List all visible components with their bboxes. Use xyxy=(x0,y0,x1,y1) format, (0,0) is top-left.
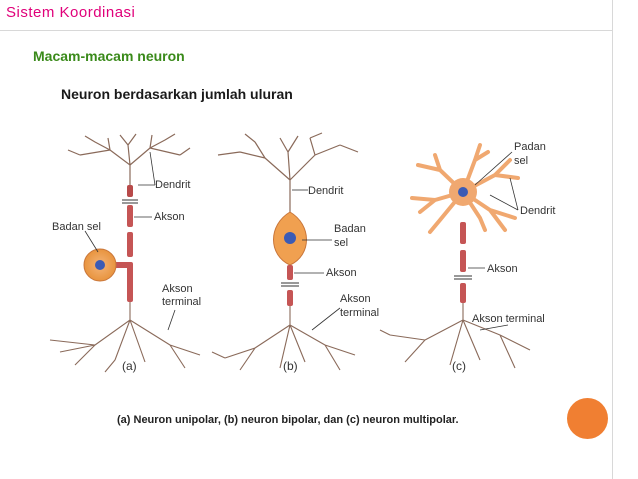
panel-label-c: (c) xyxy=(452,359,466,373)
panel-label-a: (a) xyxy=(122,359,137,373)
label-c-padan-2: sel xyxy=(514,155,528,167)
figure-caption: (a) Neuron unipolar, (b) neuron bipolar,… xyxy=(117,414,459,426)
neuron-bipolar: Dendrit Badan sel Akson Akson terminal (… xyxy=(211,132,379,373)
slide-right-border xyxy=(612,0,613,479)
label-b-akson-terminal-2: terminal xyxy=(340,307,379,319)
label-b-badan-1: Badan xyxy=(334,223,366,235)
label-a-dendrit: Dendrit xyxy=(155,179,190,191)
neuron-diagram: Dendrit Akson Badan sel Akson terminal (… xyxy=(49,132,555,373)
label-a-akson-terminal-1: Akson xyxy=(162,283,193,295)
header-divider xyxy=(0,30,612,31)
label-a-akson: Akson xyxy=(154,211,185,223)
label-c-dendrit: Dendrit xyxy=(520,205,555,217)
slide-header-title: Sistem Koordinasi xyxy=(6,4,136,21)
label-b-badan-2: sel xyxy=(334,237,348,249)
neuron-unipolar: Dendrit Akson Badan sel Akson terminal (… xyxy=(49,133,201,373)
label-b-akson: Akson xyxy=(326,267,357,279)
label-b-akson-terminal-1: Akson xyxy=(340,293,371,305)
label-a-akson-terminal-2: terminal xyxy=(162,296,201,308)
subtitle: Neuron berdasarkan jumlah uluran xyxy=(61,86,293,102)
label-c-padan-1: Padan xyxy=(514,141,546,153)
label-c-akson: Akson xyxy=(487,263,518,275)
label-a-badan-sel: Badan sel xyxy=(52,221,101,233)
decorative-orange-circle xyxy=(567,398,608,439)
section-title: Macam-macam neuron xyxy=(33,48,185,64)
neuron-multipolar: Padan sel Dendrit Akson Akson terminal (… xyxy=(379,141,555,373)
panel-label-b: (b) xyxy=(283,359,298,373)
label-b-dendrit: Dendrit xyxy=(308,185,343,197)
label-c-akson-terminal: Akson terminal xyxy=(472,313,545,325)
